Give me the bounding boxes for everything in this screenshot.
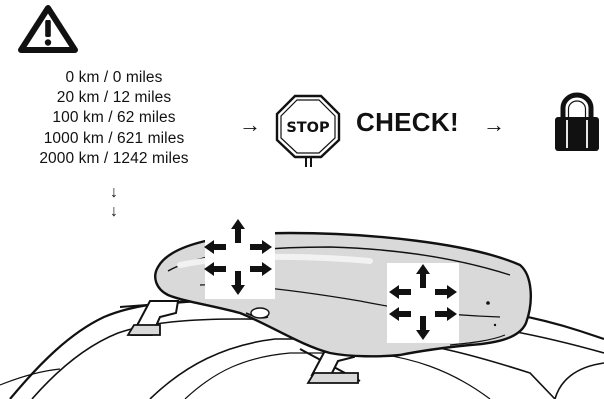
stop-sign-icon: STOP (275, 93, 341, 167)
warning-triangle-icon (17, 4, 79, 54)
distance-check-list: 0 km / 0 miles 20 km / 12 miles 100 km /… (14, 68, 214, 169)
stop-sign-label: STOP (286, 120, 330, 136)
distance-item: 2000 km / 1242 miles (14, 149, 214, 169)
check-label: CHECK! (356, 107, 459, 137)
right-arrow-icon: → (239, 114, 261, 136)
right-arrow-icon: → (483, 114, 505, 136)
distance-item: 0 km / 0 miles (14, 68, 214, 88)
car-roof-box-illustration (0, 205, 604, 399)
distance-item: 20 km / 12 miles (14, 88, 214, 108)
distance-item: 100 km / 62 miles (14, 108, 214, 128)
padlock-icon (552, 92, 602, 152)
down-arrow-icon: ↓ (104, 183, 124, 202)
distance-item: 1000 km / 621 miles (14, 129, 214, 149)
